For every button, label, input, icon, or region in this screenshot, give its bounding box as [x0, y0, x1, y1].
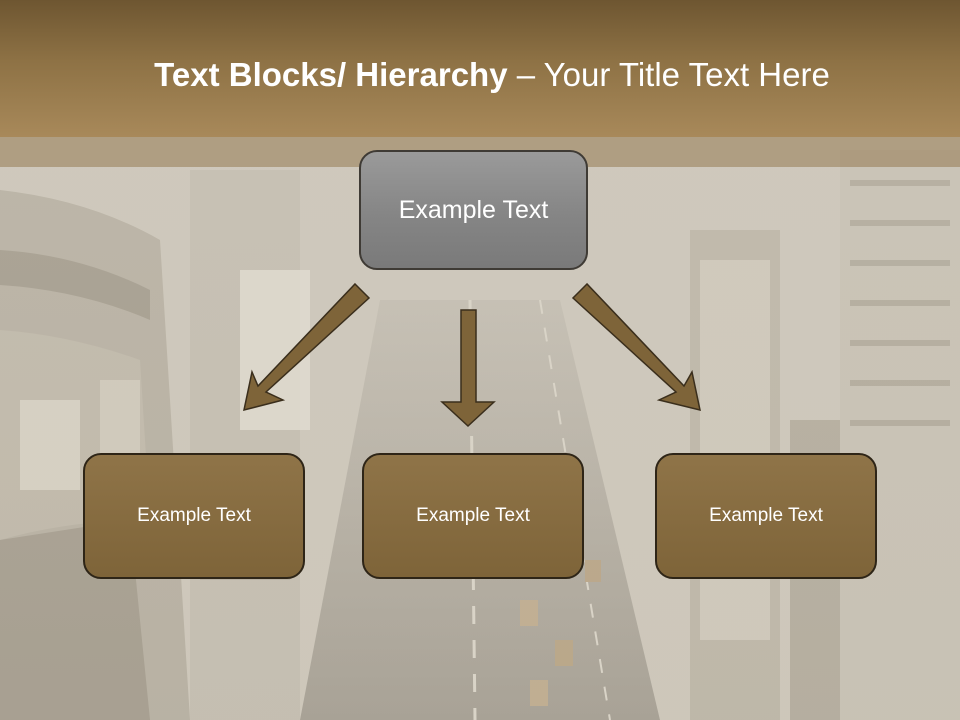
arrow-to-right-child	[571, 282, 701, 412]
arrow-to-middle-child	[440, 309, 496, 428]
arrow-to-left-child	[243, 282, 371, 412]
slide-title: Text Blocks/ Hierarchy – Your Title Text…	[0, 52, 960, 98]
title-rest-part: Your Title Text Here	[543, 56, 830, 93]
root-node-box[interactable]: Example Text	[359, 150, 588, 270]
child-node-box-3[interactable]: Example Text	[655, 453, 877, 579]
title-bold-part: Text Blocks/ Hierarchy	[154, 56, 508, 93]
title-separator: –	[507, 56, 544, 93]
title-bar: Text Blocks/ Hierarchy – Your Title Text…	[0, 0, 960, 137]
child-node-box-2[interactable]: Example Text	[362, 453, 584, 579]
child-node-box-1[interactable]: Example Text	[83, 453, 305, 579]
